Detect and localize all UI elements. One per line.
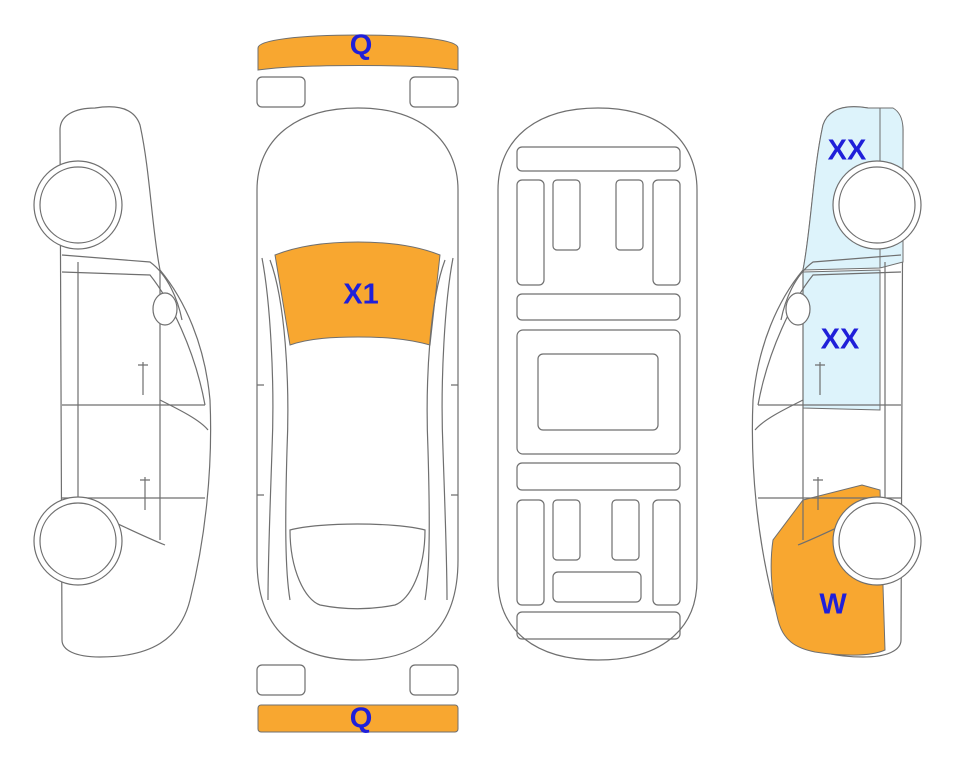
right-rear-wheel (832, 160, 922, 250)
right-front-wheel (832, 496, 922, 586)
left-front-wheel (33, 160, 123, 250)
rear-bumper-label: Q (350, 703, 373, 735)
front-bumper-label: Q (350, 30, 373, 62)
windshield-panel (274, 241, 441, 346)
right-mirror (785, 292, 811, 326)
underside-view (497, 107, 698, 661)
rear-right-tile (409, 664, 459, 696)
top-view (256, 34, 459, 733)
left-mirror (152, 292, 178, 326)
left-side-view (33, 106, 212, 658)
windshield-label: X1 (343, 279, 378, 311)
left-rear-wheel (33, 496, 123, 586)
right-rear-door-label: XX (828, 135, 867, 167)
underside-body (497, 107, 698, 661)
rear-bumper-panel (257, 704, 459, 733)
right-front-fender-label: W (819, 589, 847, 621)
front-bumper-panel (257, 34, 459, 71)
right-side-view (751, 106, 922, 658)
front-left-tile (256, 76, 306, 108)
front-right-tile (409, 76, 459, 108)
right-front-door-label: XX (821, 324, 860, 356)
rear-left-tile (256, 664, 306, 696)
